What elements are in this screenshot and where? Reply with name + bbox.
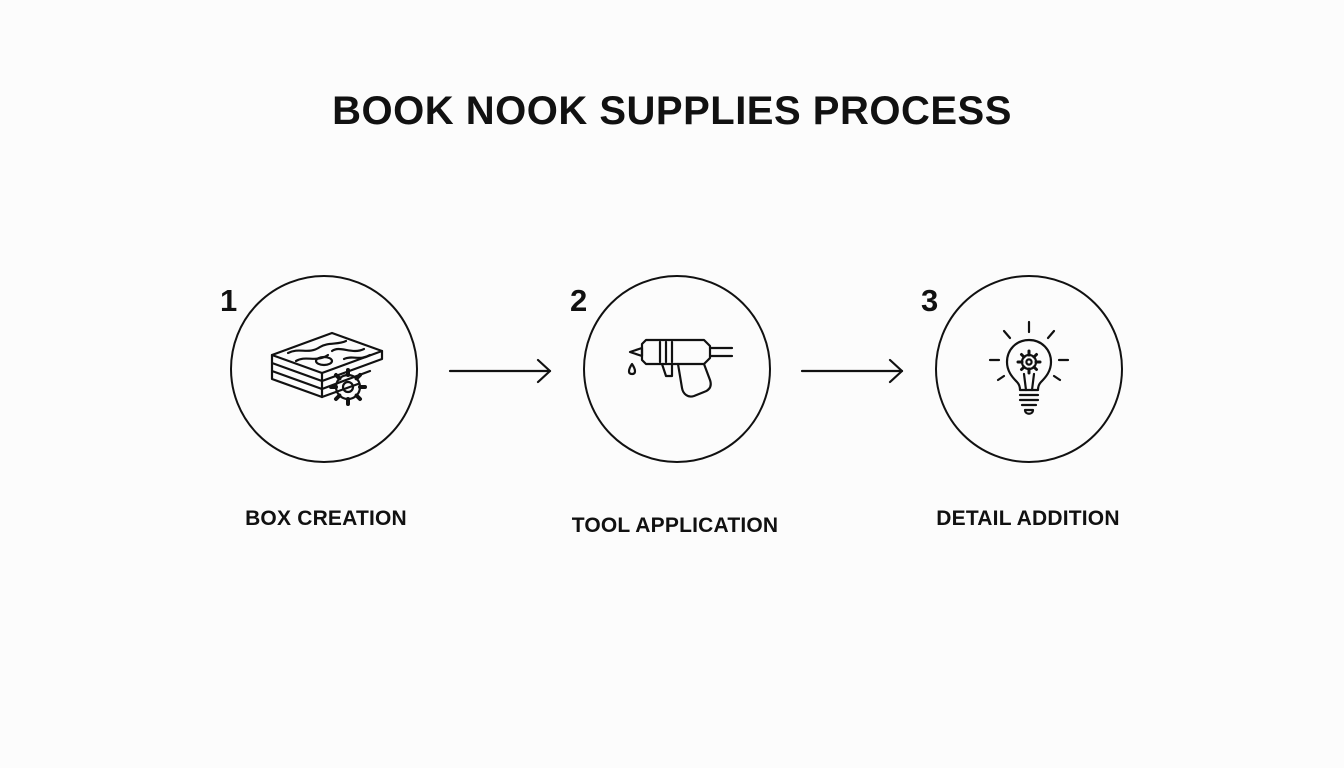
page-title: BOOK NOOK SUPPLIES PROCESS xyxy=(332,89,1012,133)
arrow-right-icon xyxy=(448,358,552,384)
step-1-label: BOX CREATION xyxy=(245,507,407,530)
step-2-label: TOOL APPLICATION xyxy=(571,514,779,537)
arrow-right-icon xyxy=(800,358,904,384)
step-1-number: 1 xyxy=(220,283,238,318)
wood-planks-gear-icon xyxy=(270,331,384,406)
glue-gun-icon xyxy=(627,338,734,398)
lightbulb-gear-icon xyxy=(988,320,1070,415)
step-3-circle xyxy=(935,275,1123,463)
step-3-label: DETAIL ADDITION xyxy=(936,507,1120,530)
step-2-circle xyxy=(583,275,771,463)
step-1-circle xyxy=(230,275,418,463)
step-2-number: 2 xyxy=(570,283,588,318)
step-3-number: 3 xyxy=(921,283,939,318)
